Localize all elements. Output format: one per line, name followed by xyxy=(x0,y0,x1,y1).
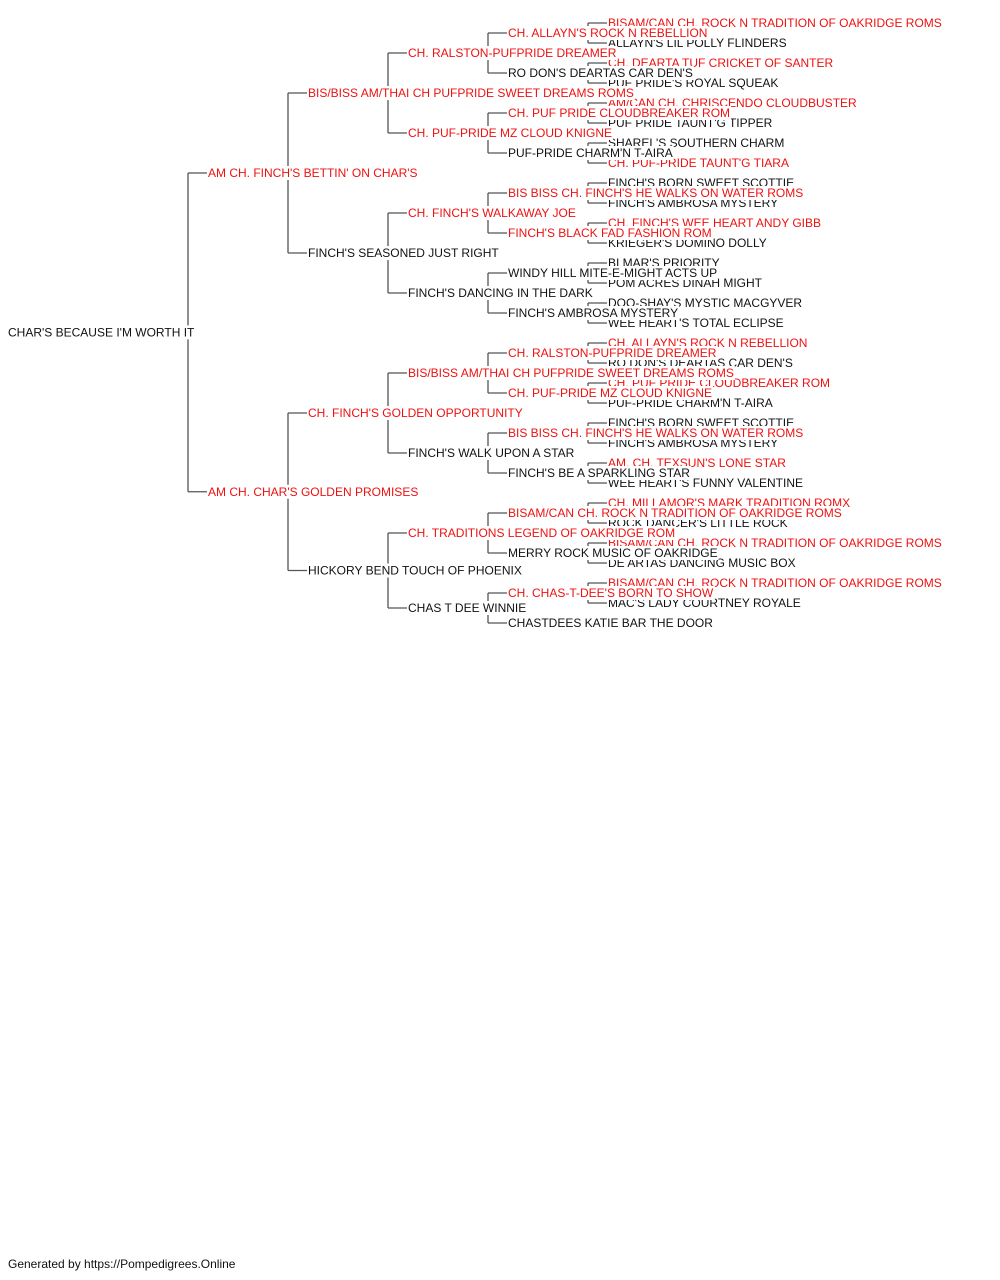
label-backdrop xyxy=(507,146,674,160)
ancestor-name-gen1: AM CH. FINCH'S BETTIN' ON CHAR'S xyxy=(208,166,418,180)
label-backdrop xyxy=(507,426,805,440)
label-backdrop xyxy=(407,206,577,220)
label-backdrop xyxy=(407,46,618,60)
ancestor-name-gen4: MERRY ROCK MUSIC OF OAKRIDGE xyxy=(508,546,718,560)
ancestor-name-gen3: CHAS T DEE WINNIE xyxy=(408,601,526,615)
ancestor-name-gen3: CH. TRADITIONS LEGEND OF OAKRIDGE ROM xyxy=(408,526,675,540)
label-backdrop xyxy=(407,366,735,380)
label-backdrop xyxy=(307,86,635,100)
ancestor-name-gen2: HICKORY BEND TOUCH OF PHOENIX xyxy=(308,564,522,578)
label-backdrop xyxy=(507,226,713,240)
ancestor-name-gen4: RO DON'S DEARTAS CAR DEN'S xyxy=(508,66,693,80)
label-backdrop xyxy=(507,506,843,520)
label-backdrop xyxy=(307,563,523,578)
ancestor-name-gen4: BIS BISS CH. FINCH'S HE WALKS ON WATER R… xyxy=(508,186,803,200)
ancestor-name-gen3: CH. PUF-PRIDE MZ CLOUD KNIGNE xyxy=(408,126,612,140)
label-backdrop xyxy=(507,266,719,280)
label-backdrop xyxy=(307,406,524,420)
label-backdrop xyxy=(407,601,528,615)
label-backdrop xyxy=(507,346,718,360)
ancestor-name-gen4: BIS BISS CH. FINCH'S HE WALKS ON WATER R… xyxy=(508,426,803,440)
ancestor-name-gen4: CH. PUF-PRIDE MZ CLOUD KNIGNE xyxy=(508,386,712,400)
ancestor-name-gen4: CH. RALSTON-PUFPRIDE DREAMER xyxy=(508,346,717,360)
label-backdrop xyxy=(207,484,420,499)
label-backdrop xyxy=(407,126,614,140)
label-backdrop xyxy=(507,466,692,480)
ancestor-name-gen1: AM CH. CHAR'S GOLDEN PROMISES xyxy=(208,485,418,499)
label-backdrop xyxy=(507,26,709,40)
ancestor-name-gen2: CH. FINCH'S GOLDEN OPPORTUNITY xyxy=(308,406,523,420)
label-backdrop xyxy=(307,246,501,260)
ancestor-name-gen4: FINCH'S AMBROSA MYSTERY xyxy=(508,306,678,320)
label-backdrop xyxy=(407,526,677,540)
ancestor-name-gen4: BISAM/CAN CH. ROCK N TRADITION OF OAKRID… xyxy=(508,506,842,520)
ancestor-name-gen4: PUF-PRIDE CHARM'N T-AIRA xyxy=(508,146,673,160)
ancestor-name-gen2: BIS/BISS AM/THAI CH PUFPRIDE SWEET DREAM… xyxy=(308,86,634,100)
ancestor-name-gen2: FINCH'S SEASONED JUST RIGHT xyxy=(308,246,499,260)
label-backdrop xyxy=(207,166,419,180)
footer-credit: Generated by https://Pompedigrees.Online xyxy=(8,1257,236,1271)
label-backdrop xyxy=(507,66,694,80)
ancestor-name-gen3: FINCH'S DANCING IN THE DARK xyxy=(408,286,593,300)
label-backdrop xyxy=(7,325,197,340)
label-backdrop xyxy=(507,616,715,630)
ancestor-name-gen3: CH. RALSTON-PUFPRIDE DREAMER xyxy=(408,46,617,60)
ancestor-name-gen4: CH. CHAS-T-DEE'S BORN TO SHOW xyxy=(508,586,714,600)
ancestor-name-gen4: FINCH'S BLACK FAD FASHION ROM xyxy=(508,226,712,240)
ancestor-name-gen4: CH. ALLAYN'S ROCK N REBELLION xyxy=(508,26,707,40)
ancestor-name-gen3: FINCH'S WALK UPON A STAR xyxy=(408,446,575,460)
label-backdrop xyxy=(407,286,594,300)
label-backdrop xyxy=(507,306,680,320)
ancestor-name-gen0: CHAR'S BECAUSE I'M WORTH IT xyxy=(8,325,195,339)
ancestor-name-gen4: WINDY HILL MITE-E-MIGHT ACTS UP xyxy=(508,266,717,280)
label-backdrop xyxy=(507,546,719,560)
ancestor-name-gen3: BIS/BISS AM/THAI CH PUFPRIDE SWEET DREAM… xyxy=(408,366,734,380)
label-backdrop xyxy=(507,106,732,120)
label-backdrop xyxy=(507,586,715,600)
ancestor-name-gen4: FINCH'S BE A SPARKLING STAR xyxy=(508,466,690,480)
label-backdrop xyxy=(507,386,714,400)
ancestor-name-gen4: CHASTDEES KATIE BAR THE DOOR xyxy=(508,616,713,630)
label-backdrop xyxy=(407,446,576,460)
ancestor-name-gen4: CH. PUF PRIDE CLOUDBREAKER ROM xyxy=(508,106,730,120)
ancestor-name-gen3: CH. FINCH'S WALKAWAY JOE xyxy=(408,206,576,220)
label-backdrop xyxy=(507,186,805,200)
